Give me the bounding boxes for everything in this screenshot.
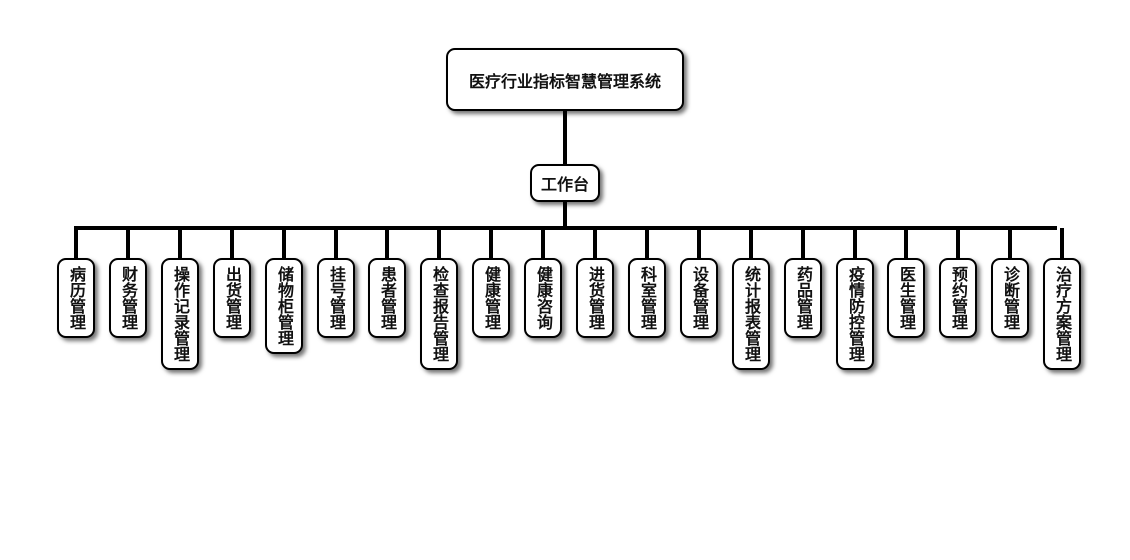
- module-node: 患者管理: [368, 258, 406, 338]
- module-label: 储物柜管理: [275, 266, 294, 346]
- connector-module-7: [437, 228, 441, 260]
- root-node: 医疗行业指标智慧管理系统: [446, 48, 684, 111]
- module-node: 挂号管理: [317, 258, 355, 338]
- connector-module-18: [1008, 228, 1012, 260]
- module-node: 医生管理: [887, 258, 925, 338]
- connector-module-6: [385, 228, 389, 260]
- connector-module-19: [1060, 228, 1064, 260]
- connector-module-14: [801, 228, 805, 260]
- connector-module-17: [956, 228, 960, 260]
- connector-module-2: [178, 228, 182, 260]
- module-label: 进货管理: [586, 266, 605, 330]
- module-label: 健康管理: [482, 266, 501, 330]
- module-node: 预约管理: [939, 258, 977, 338]
- module-label: 健康咨询: [534, 266, 553, 330]
- module-label: 科室管理: [638, 266, 657, 330]
- module-node: 健康咨询: [524, 258, 562, 338]
- root-label: 医疗行业指标智慧管理系统: [468, 71, 661, 91]
- connector-module-3: [230, 228, 234, 260]
- connector-module-15: [853, 228, 857, 260]
- module-label: 诊断管理: [1001, 266, 1020, 330]
- module-node: 诊断管理: [991, 258, 1029, 338]
- module-node: 操作记录管理: [161, 258, 199, 370]
- module-label: 统计报表管理: [742, 266, 761, 362]
- module-node: 健康管理: [472, 258, 510, 338]
- module-node: 药品管理: [784, 258, 822, 338]
- module-node: 储物柜管理: [265, 258, 303, 354]
- module-label: 医生管理: [897, 266, 916, 330]
- module-label: 疫情防控管理: [846, 266, 865, 362]
- module-label: 病历管理: [67, 266, 86, 330]
- module-label: 操作记录管理: [171, 266, 190, 362]
- connector-module-4: [282, 228, 286, 260]
- module-label: 财务管理: [119, 266, 138, 330]
- hub-label: 工作台: [540, 175, 589, 194]
- connector-module-13: [749, 228, 753, 260]
- module-node: 科室管理: [628, 258, 666, 338]
- module-node: 治疗方案管理: [1043, 258, 1081, 370]
- module-node: 设备管理: [680, 258, 718, 338]
- module-label: 设备管理: [690, 266, 709, 330]
- module-label: 检查报告管理: [430, 266, 449, 362]
- module-node: 疫情防控管理: [836, 258, 874, 370]
- connector-module-0: [74, 228, 78, 260]
- connector-module-12: [697, 228, 701, 260]
- connector-hub-bus: [563, 202, 567, 228]
- module-label: 药品管理: [794, 266, 813, 330]
- module-node: 统计报表管理: [732, 258, 770, 370]
- module-label: 挂号管理: [327, 266, 346, 330]
- connector-root-hub: [563, 111, 567, 164]
- module-label: 出货管理: [223, 266, 242, 330]
- connector-module-5: [334, 228, 338, 260]
- connector-module-11: [645, 228, 649, 260]
- module-label: 治疗方案管理: [1053, 266, 1072, 362]
- module-node: 进货管理: [576, 258, 614, 338]
- connector-module-1: [126, 228, 130, 260]
- hub-node: 工作台: [530, 164, 600, 202]
- module-node: 病历管理: [57, 258, 95, 338]
- connector-module-8: [489, 228, 493, 260]
- module-node: 财务管理: [109, 258, 147, 338]
- connector-module-10: [593, 228, 597, 260]
- module-label: 患者管理: [378, 266, 397, 330]
- connector-bus: [74, 226, 1057, 230]
- connector-module-16: [904, 228, 908, 260]
- module-node: 检查报告管理: [420, 258, 458, 370]
- module-node: 出货管理: [213, 258, 251, 338]
- module-label: 预约管理: [949, 266, 968, 330]
- connector-module-9: [541, 228, 545, 260]
